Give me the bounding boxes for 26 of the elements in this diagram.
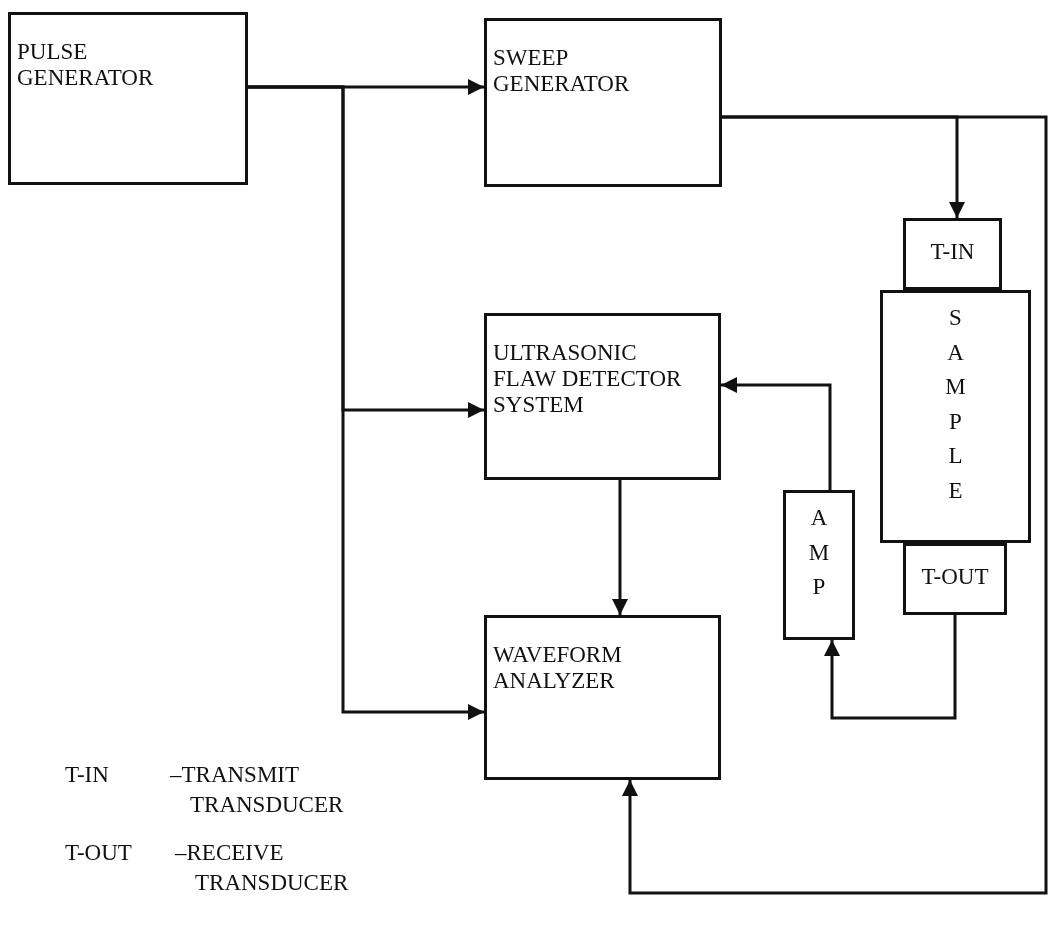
transducer-box	[903, 218, 1002, 290]
generator-box	[484, 18, 722, 187]
node-label: T-IN	[929, 239, 976, 265]
transducer-box	[903, 543, 1007, 615]
generator-box	[8, 12, 248, 185]
node-label: ULTRASONIC FLAW DETECTOR SYSTEM	[493, 340, 683, 418]
node-label: T-OUT	[920, 564, 990, 590]
node-label: WAVEFORM ANALYZER	[493, 642, 623, 694]
arrow	[721, 377, 832, 490]
node-label: PULSE GENERATOR	[17, 39, 155, 91]
legend-text: –RECEIVE TRANSDUCER	[175, 839, 350, 897]
legend-text: T-OUT	[65, 839, 132, 867]
arrow	[612, 480, 628, 615]
amplifier-box	[783, 490, 855, 640]
arrow	[248, 85, 484, 720]
detector-box	[484, 313, 721, 480]
sample-box	[880, 290, 1031, 543]
node-label: AMP	[807, 504, 831, 601]
arrow	[246, 79, 484, 95]
arrow	[622, 115, 1048, 895]
arrow	[824, 615, 957, 720]
analyzer-box	[484, 615, 721, 780]
node-label: SAMPLE	[944, 304, 967, 505]
legend-text: T-IN	[65, 761, 109, 789]
node-label: SWEEP GENERATOR	[493, 45, 631, 97]
legend-text: –TRANSMIT TRANSDUCER	[170, 761, 345, 819]
